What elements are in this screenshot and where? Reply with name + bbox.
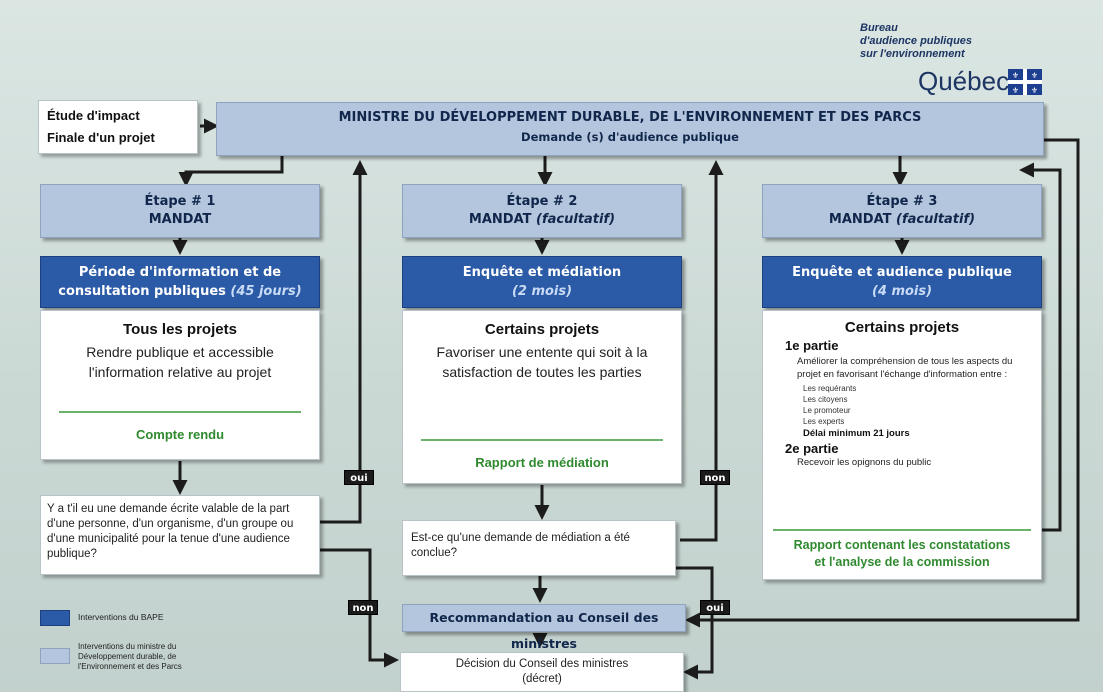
col3-items-list: Les requérants Les citoyens Le promoteur… [803, 383, 1041, 427]
etape-3-facultatif: (facultatif) [896, 212, 976, 227]
legend-bape-label: Interventions du BAPE [78, 612, 164, 622]
svg-text:⚜: ⚜ [1031, 86, 1038, 95]
col2-report: Rapport de médiation [475, 455, 609, 470]
ministre-title: MINISTRE DU DÉVELOPPEMENT DURABLE, DE L'… [338, 110, 922, 125]
ministre-box: MINISTRE DU DÉVELOPPEMENT DURABLE, DE L'… [216, 102, 1044, 156]
svg-text:⚜: ⚜ [1012, 71, 1019, 80]
phase-2-box: Enquête et médiation (2 mois) [402, 256, 682, 308]
phase-1-line-1: Période d'information et de [78, 265, 282, 280]
etape-3-box: Étape # 3 MANDAT (facultatif) [762, 184, 1042, 238]
etape-2-facultatif: (facultatif) [536, 212, 616, 227]
etape-3-mandat: MANDAT [828, 212, 892, 227]
col3-item: Les citoyens [803, 395, 848, 404]
col2-content-box: Certains projets Favoriser une entente q… [402, 310, 682, 484]
col1-question-box: Y a t'il eu une demande écrite valable d… [40, 495, 320, 575]
col3-part1-text: Améliorer la compréhension de tous les a… [797, 356, 1013, 380]
col2-title: Certains projets [484, 321, 600, 338]
quebec-flag-icon: ⚜ ⚜ ⚜ ⚜ [1008, 69, 1042, 95]
col3-title: Certains projets [844, 319, 960, 336]
phase-1-box: Période d'information et de consultation… [40, 256, 320, 308]
non-tag-col2: non [700, 470, 730, 485]
etape-3-label: Étape # 3 [866, 194, 938, 209]
col3-item: Les experts [803, 417, 845, 426]
col2-text: Favoriser une entente qui soit à la sati… [436, 344, 648, 380]
etape-1-label: Étape # 1 [144, 194, 216, 209]
etape-1-box: Étape # 1 MANDAT [40, 184, 320, 238]
etude-line-1: Étude d'impact [47, 108, 140, 123]
phase-2-line-1: Enquête et médiation [462, 265, 622, 280]
phase-1-duration: (45 jours) [230, 284, 302, 299]
legend-ministre-swatch [40, 648, 70, 664]
svg-text:⚜: ⚜ [1031, 71, 1038, 80]
recommandation-box: Recommandation au Conseil des ministres [402, 604, 686, 651]
bape-line-2: d'audience publiques [860, 35, 973, 47]
decision-box: Décision du Conseil des ministres (décre… [400, 652, 684, 692]
etude-impact-box: Étude d'impact Finale d'un projet [38, 100, 198, 154]
phase-2-duration: (2 mois) [511, 284, 573, 299]
legend-ministre-label: Interventions du ministre du Développeme… [78, 642, 182, 671]
ministre-subtitle: Demande (s) d'audience publique [521, 130, 739, 144]
phase-1-line-2: consultation publiques [58, 284, 226, 299]
col1-content-box: Tous les projets Rendre publique et acce… [40, 310, 320, 460]
col3-part2-text: Recevoir les opignons du public [797, 457, 932, 468]
decision-line-1: Décision du Conseil des ministres [455, 658, 629, 670]
col1-report: Compte rendu [135, 427, 225, 442]
col3-delay: Délai minimum 21 jours [803, 428, 910, 439]
etape-2-label: Étape # 2 [506, 194, 578, 209]
quebec-wordmark: Québec [918, 66, 1010, 96]
col3-item: Les requérants [803, 384, 857, 393]
col3-item: Le promoteur [803, 406, 851, 415]
etape-2-mandat: MANDAT [468, 212, 532, 227]
col3-content-box: Certains projets 1e partie Améliorer la … [762, 310, 1042, 580]
legend-bape-swatch [40, 610, 70, 626]
bape-logo-text: Bureau d'audience publiques sur l'enviro… [860, 22, 1060, 61]
phase-3-box: Enquête et audience publique (4 mois) [762, 256, 1042, 308]
non-tag-col1: non [348, 600, 378, 615]
etape-1-mandat: MANDAT [148, 212, 212, 227]
phase-3-duration: (4 mois) [871, 284, 933, 299]
col2-divider [421, 439, 663, 441]
etude-line-2: Finale d'un projet [47, 130, 155, 145]
decision-line-2: (décret) [522, 673, 562, 685]
col3-part2: 2e partie [785, 441, 839, 456]
col3-report-line-1: Rapport contenant les constatations [793, 538, 1011, 552]
phase-3-line-1: Enquête et audience publique [792, 265, 1012, 280]
col1-text: Rendre publique et accessible l'informat… [86, 344, 274, 380]
col1-title: Tous les projets [123, 321, 237, 338]
svg-text:⚜: ⚜ [1012, 86, 1019, 95]
oui-tag-col2: oui [700, 600, 730, 615]
col3-divider [773, 529, 1031, 531]
col3-part1: 1e partie [785, 338, 839, 353]
bape-line-3: sur l'environnement [860, 48, 965, 60]
bape-line-1: Bureau [860, 22, 898, 34]
col3-report: Rapport contenant les constatations et l… [763, 537, 1041, 571]
etape-2-box: Étape # 2 MANDAT (facultatif) [402, 184, 682, 238]
oui-tag-col1: oui [344, 470, 374, 485]
col2-question-box: Est-ce qu'une demande de médiation a été… [402, 520, 676, 576]
col3-report-line-2: et l'analyse de la commission [814, 555, 990, 569]
col1-divider [59, 411, 301, 413]
